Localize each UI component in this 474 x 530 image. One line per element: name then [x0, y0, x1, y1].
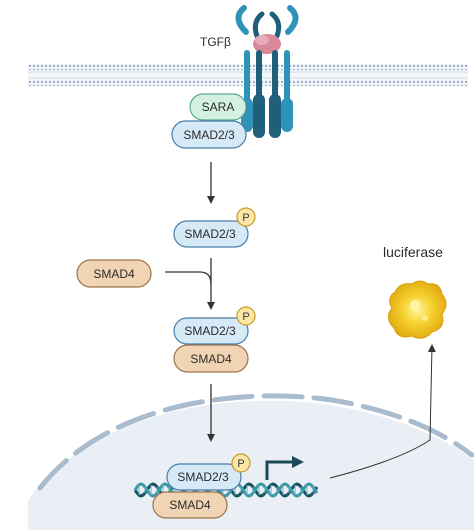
phosphate-label-nuclear: P	[237, 458, 244, 470]
smad23-label-membrane: SMAD2/3	[183, 128, 235, 142]
smad-complex: SMAD2/3 P SMAD4	[173, 306, 256, 373]
sara-protein	[189, 93, 247, 121]
luciferase-label: luciferase	[383, 244, 443, 260]
nucleus	[28, 393, 474, 530]
smad23-label-nuclear: SMAD2/3	[177, 470, 229, 484]
phosphate-label-complex: P	[242, 311, 249, 323]
smad23-protein-phospho	[173, 220, 249, 248]
smad4-free: SMAD4	[76, 259, 152, 288]
smad23-protein-complex	[173, 317, 249, 345]
phosphate-circle-complex	[236, 306, 256, 326]
smad4-label-complex: SMAD4	[190, 352, 232, 366]
arrow-to-luciferase	[329, 344, 436, 479]
nuclear-smad-complex: SMAD2/3 P SMAD4	[152, 453, 251, 519]
smad23-label-complex: SMAD2/3	[184, 324, 236, 338]
smad4-join-line	[165, 271, 212, 285]
smad4-protein-complex	[173, 344, 249, 373]
tgfb-receptor: TGFβ	[200, 5, 299, 138]
smad23-label-phospho: SMAD2/3	[184, 227, 236, 241]
smad4-protein-nuclear	[152, 491, 228, 519]
phosphate-circle	[236, 207, 256, 227]
sara-label: SARA	[202, 100, 235, 114]
smad4-label-nuclear: SMAD4	[169, 498, 211, 512]
smad4-protein-free	[76, 259, 152, 288]
phosphate-circle-nuclear	[231, 453, 251, 473]
phosphate-label: P	[242, 212, 249, 224]
transcription-start-arrow	[265, 456, 304, 480]
tgfb-label: TGFβ	[200, 35, 231, 49]
luciferase-protein	[388, 280, 447, 339]
phospho-smad23: SMAD2/3 P	[173, 207, 256, 248]
smad4-label-free: SMAD4	[93, 267, 135, 281]
smad23-protein-nuclear	[166, 463, 242, 491]
smad23-protein-membrane	[171, 120, 247, 149]
sara-smad-complex: SARA SMAD2/3	[171, 93, 247, 149]
